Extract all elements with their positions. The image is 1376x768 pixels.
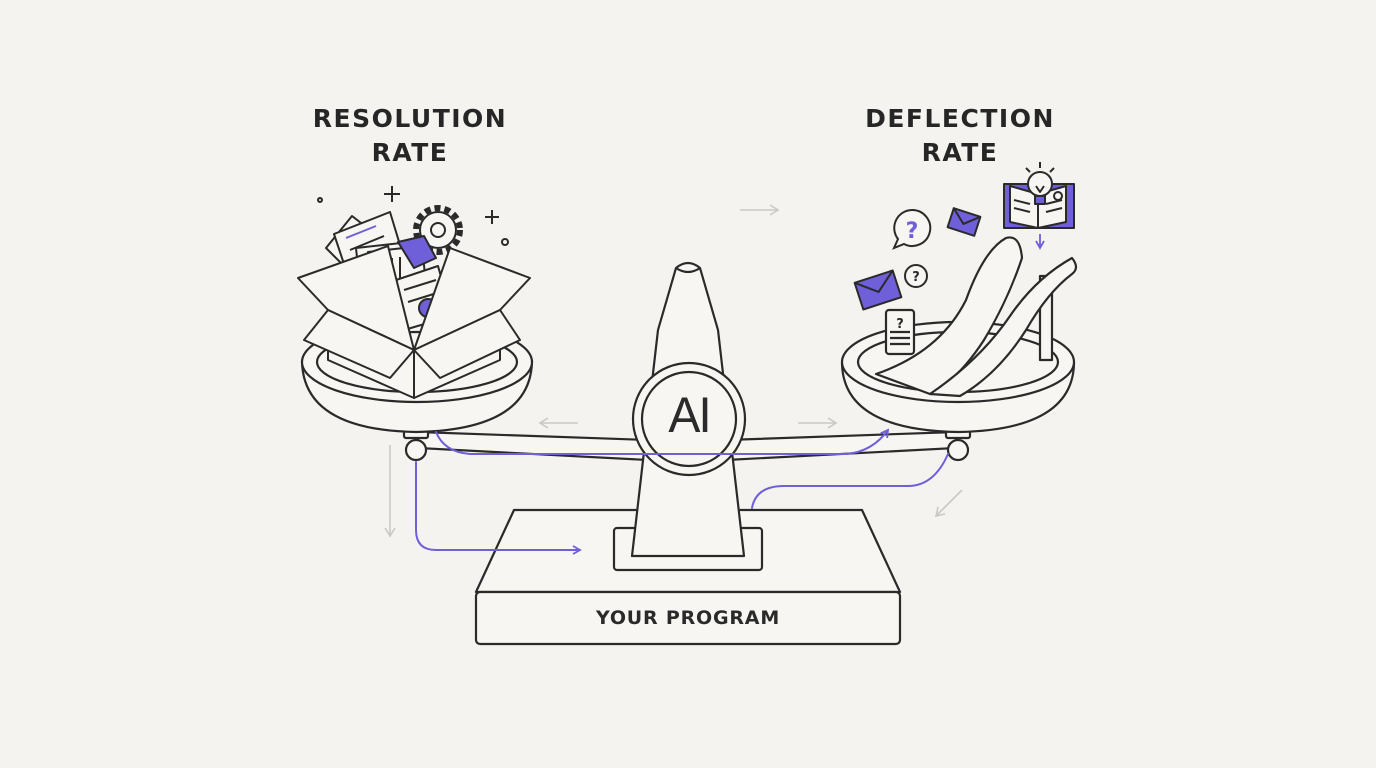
sparkle-icon — [317, 186, 509, 246]
envelope-icon — [853, 207, 982, 311]
your-program-label: YOUR PROGRAM — [595, 607, 781, 629]
bubble-question-mark-large: ? — [906, 219, 919, 244]
flow-arrows — [415, 428, 949, 555]
deflection-rate-title: DEFLECTION RATE — [850, 102, 1070, 170]
box-icon — [297, 205, 531, 399]
ai-badge-label: AI — [668, 387, 711, 444]
resolution-rate-title: RESOLUTION RATE — [300, 102, 520, 170]
deflection-rate-title-line1: DEFLECTION — [865, 104, 1055, 133]
question-bubble-icon — [892, 208, 932, 288]
bubble-question-mark-small: ? — [912, 270, 920, 285]
resolution-rate-title-line2: RATE — [371, 138, 449, 167]
phone-question-mark: ? — [896, 317, 904, 332]
lightbulb-book-icon — [1003, 162, 1075, 229]
resolution-rate-title-line1: RESOLUTION — [312, 104, 508, 133]
deflection-rate-title-line2: RATE — [921, 138, 999, 167]
slide-icon — [874, 236, 1078, 398]
ai-medallion — [631, 361, 747, 477]
